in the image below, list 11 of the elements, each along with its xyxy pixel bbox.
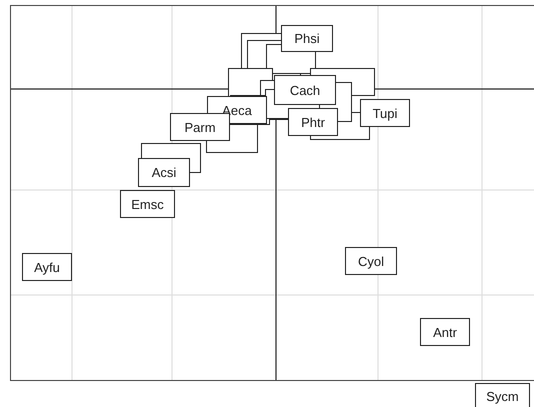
point-label: Antr [420,318,470,346]
point-label: Acsi [138,158,190,187]
point-label: Tupi [360,99,410,127]
point-label: Parm [170,113,230,141]
point-label: Emsc [120,190,175,218]
point-label: Cach [274,75,336,105]
point-label: Phsi [281,25,333,52]
point-label: Cyol [345,247,397,275]
point-label: Sycm [475,383,530,407]
point-label: Ayfu [22,253,72,281]
point-label: Phtr [288,108,338,136]
